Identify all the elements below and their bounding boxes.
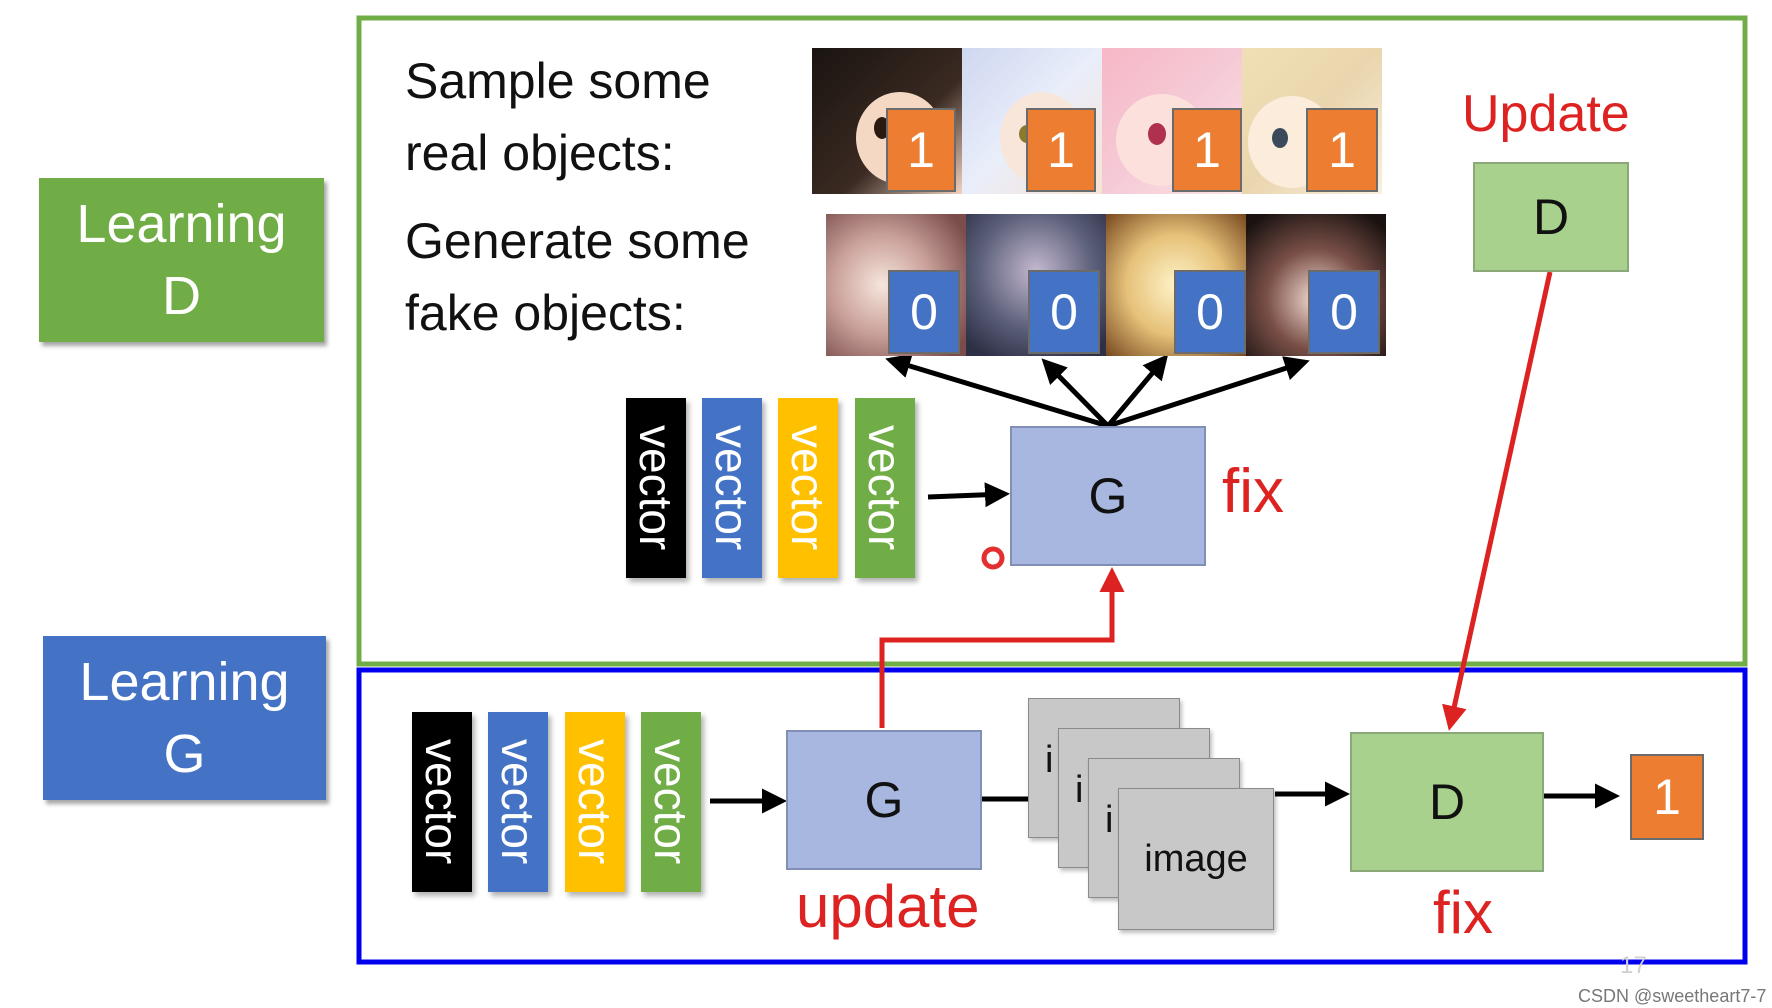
fake-label-badge-2: 0 [1028,270,1100,354]
update-label-bottom: update [796,873,980,940]
bottom-vector-yellow: vector [565,712,625,892]
arrow-d-update-to-d-fix [1442,271,1553,731]
bottom-vector-blue: vector [488,712,548,892]
bottom-vector-black: vector [412,712,472,892]
update-label-top: Update [1462,85,1630,143]
arrow-g-to-fake-1 [885,353,1109,429]
fix-label-top: fix [1222,457,1284,526]
arrow-vectors-to-g-top [927,482,1010,508]
image-card-1-label: i [1045,739,1054,781]
generator-update-box: G [786,730,982,870]
generator-fixed-box: G [1010,426,1206,566]
learning-d-label: Learning D [39,178,324,342]
fix-label-bottom: fix [1433,879,1493,946]
arrow-g-update-to-g-fix [879,567,1125,728]
generate-text-line1: Generate some [405,213,750,269]
image-card-2-label: i [1075,769,1084,811]
arrow-g-to-fake-4 [1107,356,1310,429]
bottom-vector-green: vector [641,712,701,892]
sample-text-line2: real objects: [405,125,675,181]
arrow-g-to-fake-2 [1041,358,1110,428]
fake-label-badge-3: 0 [1174,270,1246,354]
sample-text-line1: Sample some [405,53,711,109]
real-label-badge-3: 1 [1172,108,1242,192]
arrow-g-to-fake-3 [1106,354,1169,428]
top-vector-black: vector [626,398,686,578]
fake-label-badge-4: 0 [1308,270,1380,354]
discriminator-fixed-box: D [1350,732,1544,872]
learning-d-frame [356,15,1748,667]
image-card-3-label: i [1105,799,1114,841]
pointer-dot [981,546,1005,570]
output-label-badge: 1 [1630,754,1704,840]
learning-g-frame [356,667,1748,965]
discriminator-update-box: D [1473,162,1629,272]
learning-g-label: Learning G [43,636,326,800]
image-card-4: image [1118,788,1274,930]
page-number: 17 [1620,952,1647,979]
image-card-4-label: image [1144,837,1248,880]
top-vector-yellow: vector [778,398,838,578]
generate-text-line2: fake objects: [405,285,686,341]
top-vector-green: vector [855,398,915,578]
csdn-watermark: CSDN @sweetheart7-7 [1578,986,1767,1006]
real-label-badge-4: 1 [1306,108,1378,192]
top-vector-blue: vector [702,398,762,578]
real-label-badge-1: 1 [886,108,956,192]
fake-label-badge-1: 0 [888,270,960,354]
real-label-badge-2: 1 [1026,108,1096,192]
